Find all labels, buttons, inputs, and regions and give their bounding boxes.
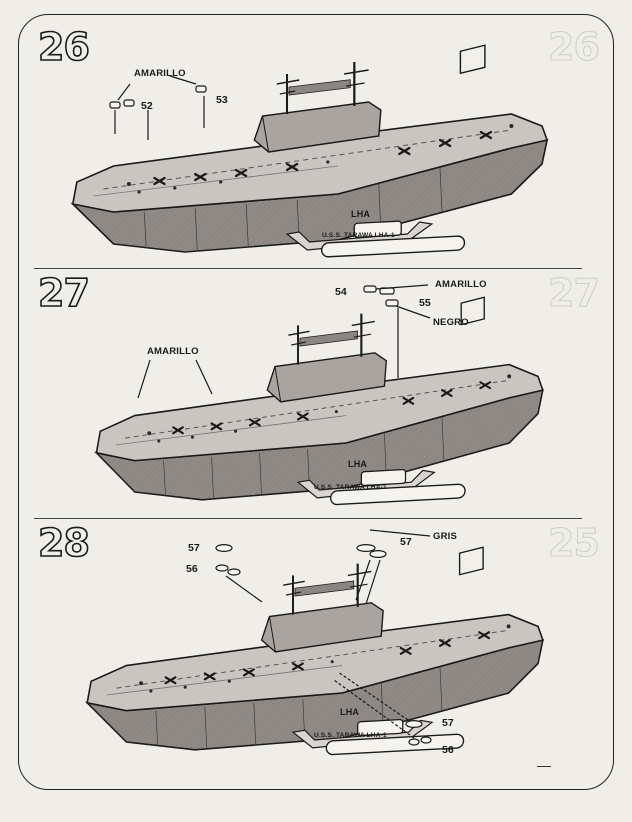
showthrough-number: 26: [548, 25, 601, 69]
step-number-27: 27: [37, 271, 90, 315]
hull-name-text: U.S.S. TARAWA LHA-1: [314, 732, 387, 739]
showthrough-number: 25: [548, 521, 601, 565]
step-divider-2: [34, 518, 582, 519]
ship-step-27: [95, 296, 544, 506]
part-number: 54: [335, 286, 347, 298]
part-number: 53: [216, 94, 228, 106]
plaque-text: LHA: [351, 209, 371, 219]
plaque-text: LHA: [348, 459, 368, 469]
step-divider-1: [34, 268, 582, 269]
part-number: 56: [442, 744, 454, 756]
showthrough-number: 27: [548, 271, 601, 315]
color-label: GRIS: [433, 531, 458, 542]
step-number-28: 28: [37, 521, 90, 565]
color-label: AMARILLO: [134, 68, 186, 79]
part-number: 55: [419, 297, 431, 309]
part-number: 52: [141, 100, 153, 112]
part-number: 57: [442, 717, 454, 729]
step-number-26: 26: [37, 25, 90, 69]
part-number: 56: [186, 563, 198, 575]
color-label: NEGRO: [433, 317, 469, 328]
plaque-text: LHA: [340, 707, 360, 717]
page-frame: [18, 14, 614, 790]
part-number: 57: [400, 536, 412, 548]
hull-name-text: U.S.S. TARAWA LHA-1: [314, 484, 387, 491]
ship-step-28: [86, 546, 544, 756]
page-mark: [537, 766, 551, 767]
color-label: AMARILLO: [435, 279, 487, 290]
hull-name-text: U.S.S. TARAWA LHA-1: [322, 232, 395, 239]
color-label: AMARILLO: [147, 346, 199, 357]
part-number: 57: [188, 542, 200, 554]
